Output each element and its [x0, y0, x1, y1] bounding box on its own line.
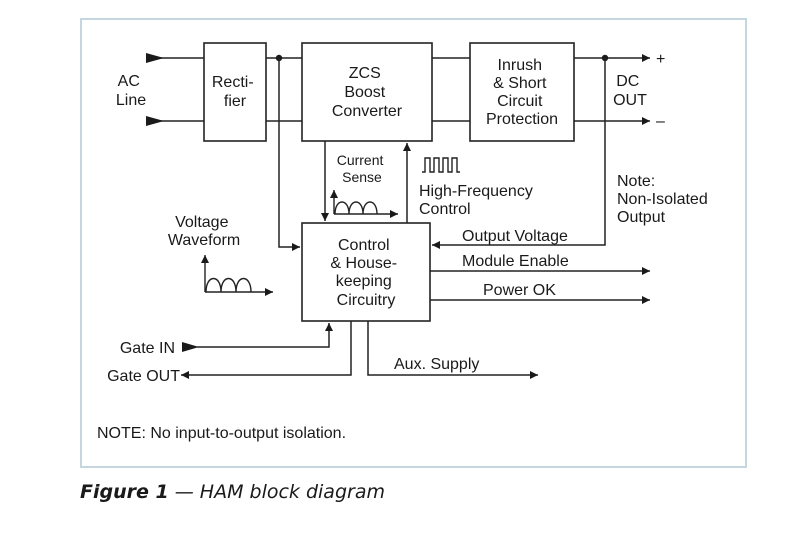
figure-caption: Figure 1 — HAM block diagram [80, 481, 385, 503]
module-enable-label: Module Enable [462, 253, 569, 270]
zcs-boost-converter-label: ZCS Boost Converter [332, 65, 403, 120]
figure-title: — HAM block diagram [169, 481, 385, 503]
figure-number: Figure 1 [80, 481, 169, 503]
power-ok-label: Power OK [483, 282, 556, 299]
aux-supply-wire [367, 321, 538, 379]
gate-out-wire [181, 321, 352, 379]
wire-output-voltage-feedback [432, 58, 606, 249]
gate-in-label: Gate IN [120, 340, 175, 357]
non-isolated-note: Note: Non-Isolated Output [617, 173, 712, 226]
isolation-note: NOTE: No input-to-output isolation. [97, 425, 346, 442]
zcs-boost-converter-block [301, 42, 433, 142]
ac-input-arrows [146, 53, 204, 126]
wire-voltage-sense-to-control [278, 58, 300, 251]
plus-sign: + [656, 51, 665, 68]
gate-out-label: Gate OUT [107, 368, 180, 385]
current-sense-label: Current Sense [337, 152, 388, 185]
minus-sign: – [656, 113, 665, 130]
rectifier-label: Recti- fier [212, 74, 258, 110]
ac-line-arrow-bottom [146, 116, 164, 126]
inrush-protection-label: Inrush & Short Circuit Protection [486, 57, 558, 128]
gate-in-wire [197, 323, 333, 348]
ac-line-label: AC Line [116, 73, 146, 109]
ac-line-arrow-top [146, 53, 164, 63]
control-housekeeping-label: Control & House- keeping Circuitry [330, 237, 401, 309]
voltage-waveform-label: Voltage Waveform [168, 214, 240, 249]
hf-control-label: High-Frequency Control [419, 183, 537, 218]
rectifier-block [203, 42, 267, 142]
aux-supply-label: Aux. Supply [394, 356, 479, 373]
dc-out-label: DC OUT [613, 73, 647, 109]
output-voltage-label: Output Voltage [462, 228, 568, 245]
pulse-train-icon [422, 157, 460, 173]
inrush-protection-block [469, 42, 575, 142]
current-waveform-icon [330, 190, 398, 218]
control-housekeeping-block [301, 222, 431, 322]
gate-in-arrowhead [182, 342, 199, 352]
voltage-waveform-icon [201, 255, 273, 296]
